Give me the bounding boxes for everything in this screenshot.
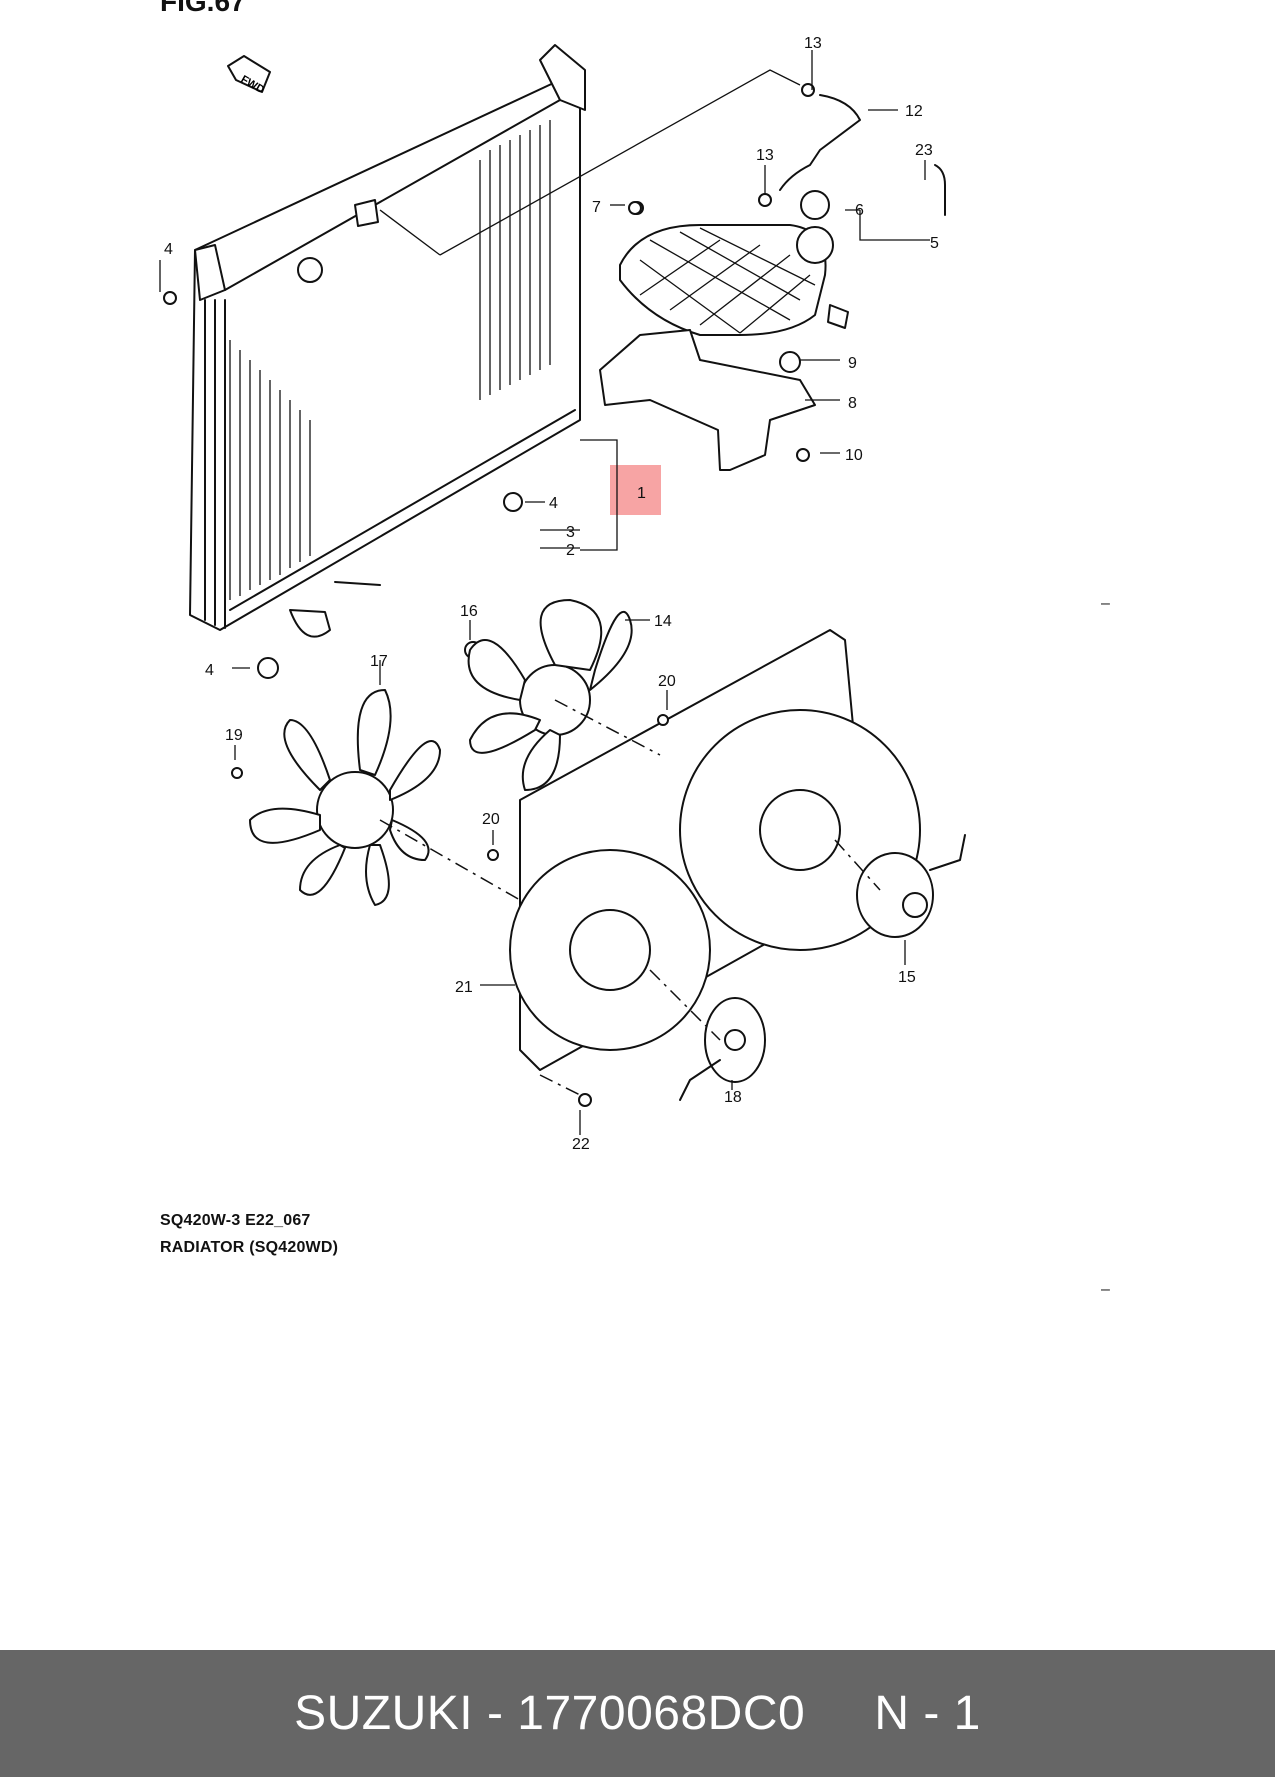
callout-4b: 4 [205,662,214,679]
callout-16: 16 [460,603,478,620]
callout-11: 10 [845,447,863,464]
callout-7: 6 [855,202,864,219]
callout-19: 19 [225,727,243,744]
callout-23: 23 [915,142,933,159]
callout-13b: 13 [756,147,774,164]
callout-18: 18 [724,1089,742,1106]
selected-part-highlight[interactable] [610,465,661,515]
callout-14: 14 [654,613,672,630]
callout-22: 22 [572,1136,590,1153]
callout-21: 21 [455,979,473,996]
callout-1: 1 [637,485,646,502]
callout-4a: 4 [549,495,558,512]
part-number-text: SUZUKI - 1770068DC0 N - 1 [294,1687,981,1740]
exploded-view-drawing: FWD [159,35,966,1153]
callout-5: 4 [164,241,173,258]
fan-motor-18[interactable] [679,997,766,1101]
callout-2: 2 [566,542,575,559]
callout-3: 3 [566,524,575,541]
reservoir-tank[interactable] [619,224,849,336]
side-mark: – [1101,595,1110,612]
parts-diagram: FIG.67 FWD [159,0,1110,1298]
callout-12: 12 [905,103,923,120]
diagram-title: RADIATOR (SQ420WD) [160,1239,339,1256]
callout-6: 5 [930,235,939,252]
side-mark: – [1101,1281,1110,1298]
fwd-arrow-icon: FWD [227,55,271,96]
part-number-footer: SUZUKI - 1770068DC0 N - 1 [0,1650,1275,1777]
figure-title: FIG.67 [160,0,246,17]
callout-9: 8 [848,395,857,412]
callout-13a: 13 [804,35,822,52]
callout-20b: 20 [482,811,500,828]
fan-motor-15[interactable] [856,834,966,938]
diagram-code: SQ420W-3 E22_067 [160,1212,311,1229]
fan-14[interactable] [467,599,633,791]
fan-17[interactable] [249,689,441,906]
callout-17: 17 [370,653,388,670]
tank-bracket[interactable] [599,329,816,471]
callout-8: 7 [592,199,601,216]
callout-20a: 20 [658,673,676,690]
callout-10: 9 [848,355,857,372]
callout-15: 15 [898,969,916,986]
radiator[interactable] [189,44,586,638]
